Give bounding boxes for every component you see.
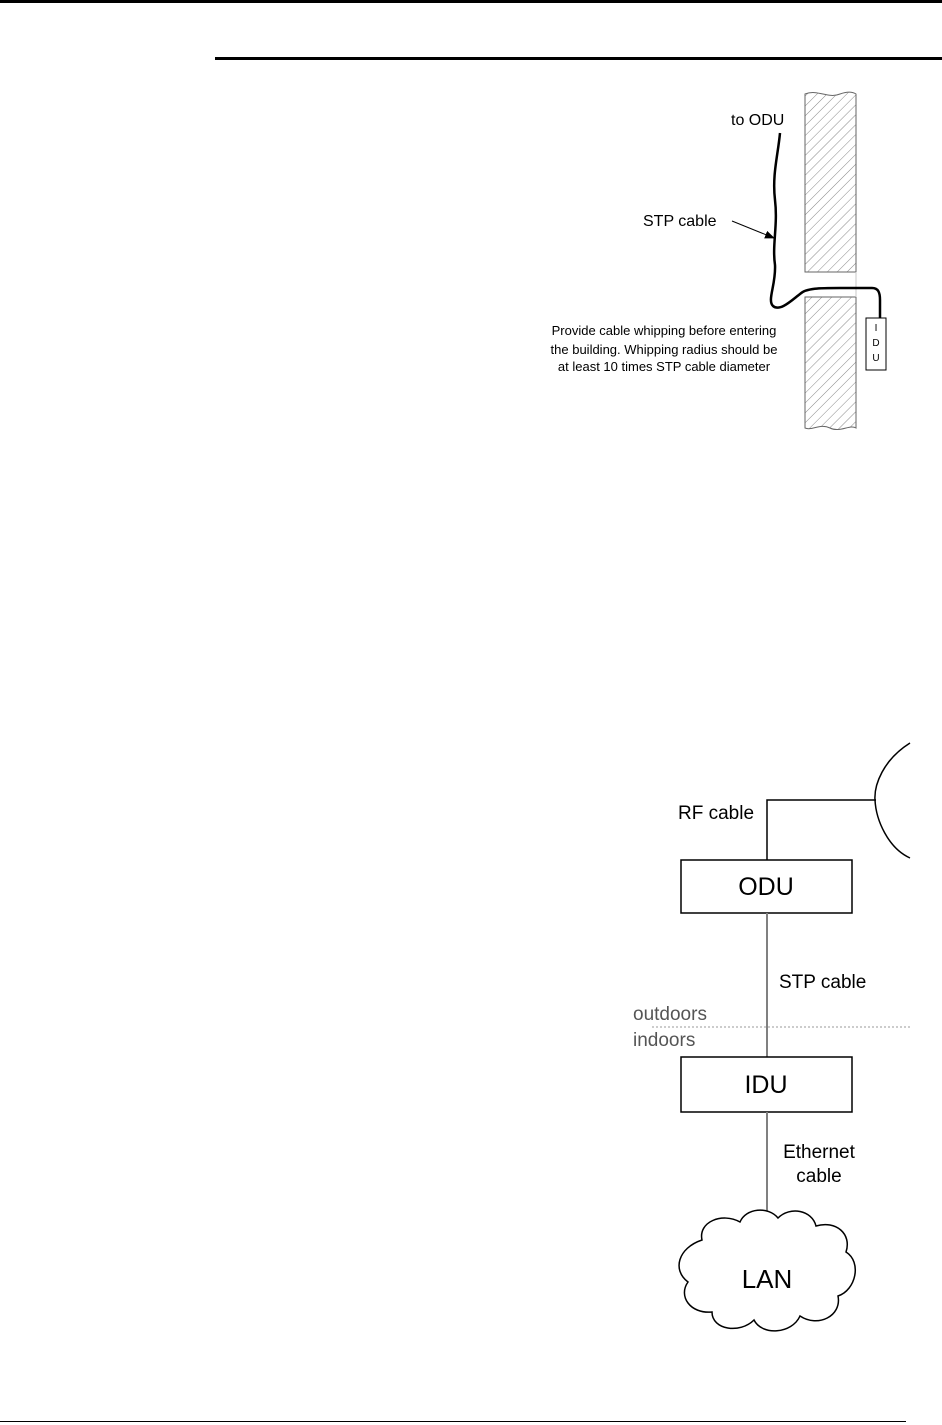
- note-line-2: the building. Whipping radius should be: [551, 342, 778, 357]
- idu-label: IDU: [744, 1071, 787, 1099]
- idu-letter-i: I: [875, 323, 878, 334]
- to-odu-label: to ODU: [731, 112, 784, 129]
- wall-diagram: I D U to ODU STP cable Provide cable whi…: [551, 92, 886, 429]
- rf-cable-label: RF cable: [678, 803, 754, 824]
- rf-cable-line: [767, 800, 876, 860]
- idu-letter-d: D: [872, 338, 879, 349]
- wall-lower: [805, 297, 856, 430]
- idu-letter-u: U: [872, 353, 879, 364]
- note-line-3: at least 10 times STP cable diameter: [558, 359, 771, 374]
- outdoors-label: outdoors: [633, 1004, 707, 1025]
- stp-cable-label: STP cable: [779, 972, 866, 993]
- antenna-dish: [875, 743, 910, 858]
- wall-upper: [805, 92, 856, 272]
- indoors-label: indoors: [633, 1030, 695, 1051]
- system-diagram: RF cable ODU STP cable outdoors indoors …: [633, 743, 910, 1331]
- stp-cable-pointer: [732, 221, 774, 238]
- odu-label: ODU: [738, 873, 794, 901]
- note-line-1: Provide cable whipping before entering: [552, 323, 777, 338]
- ethernet-label-line2: cable: [796, 1166, 841, 1187]
- wall-stp-cable-label: STP cable: [643, 213, 717, 230]
- ethernet-label-line1: Ethernet: [783, 1142, 856, 1163]
- lan-label: LAN: [742, 1264, 793, 1294]
